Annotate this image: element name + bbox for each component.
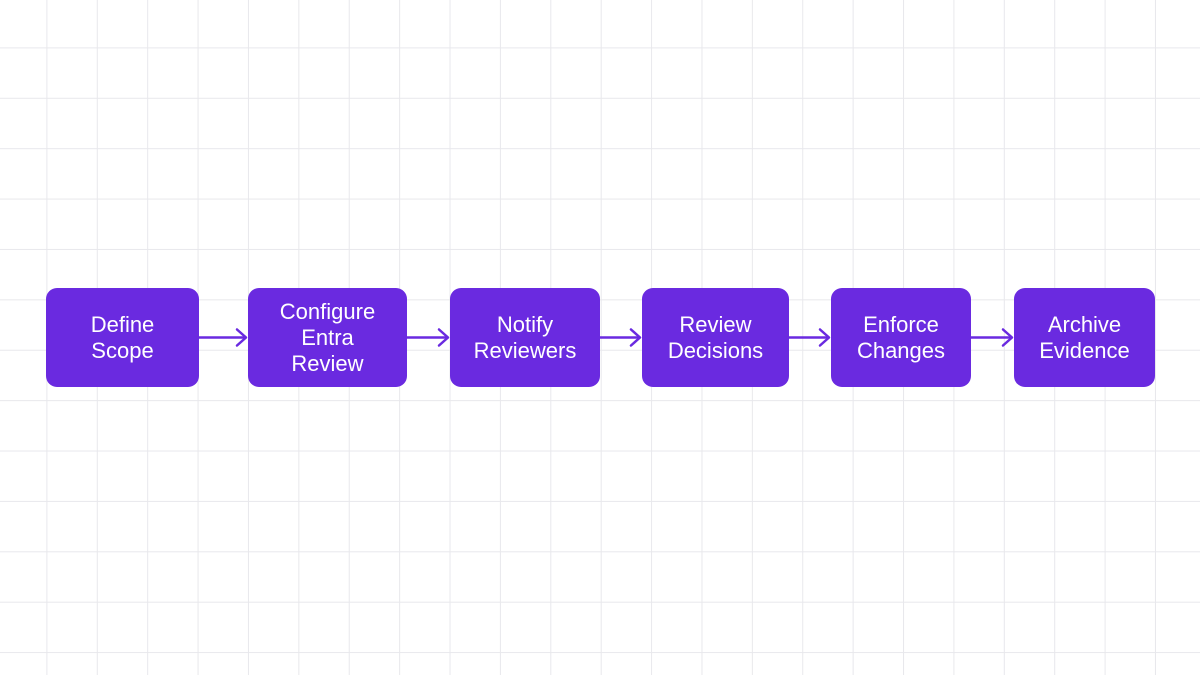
- step-label: Define Scope: [90, 311, 155, 363]
- step-archive-evidence: Archive Evidence: [1014, 288, 1155, 387]
- arrowhead-icon: [629, 328, 642, 347]
- step-review-decisions: Review Decisions: [642, 288, 789, 387]
- step-define-scope: Define Scope: [46, 288, 199, 387]
- step-label: Enforce Changes: [856, 311, 946, 363]
- connector-arrow: [789, 328, 831, 347]
- connector-arrow: [600, 328, 642, 347]
- step-label: Review Decisions: [667, 311, 764, 363]
- step-label: Archive Evidence: [1039, 311, 1130, 363]
- arrowhead-icon: [1001, 328, 1014, 347]
- step-label: Configure Entra Review: [279, 298, 376, 376]
- step-configure-entra-review: Configure Entra Review: [248, 288, 407, 387]
- step-enforce-changes: Enforce Changes: [831, 288, 971, 387]
- arrowhead-icon: [818, 328, 831, 347]
- arrowhead-icon: [235, 328, 248, 347]
- connector-arrow: [407, 328, 450, 347]
- step-notify-reviewers: Notify Reviewers: [450, 288, 600, 387]
- connector-arrow: [199, 328, 248, 347]
- connector-arrow: [971, 328, 1014, 347]
- arrowhead-icon: [437, 328, 450, 347]
- step-label: Notify Reviewers: [473, 311, 577, 363]
